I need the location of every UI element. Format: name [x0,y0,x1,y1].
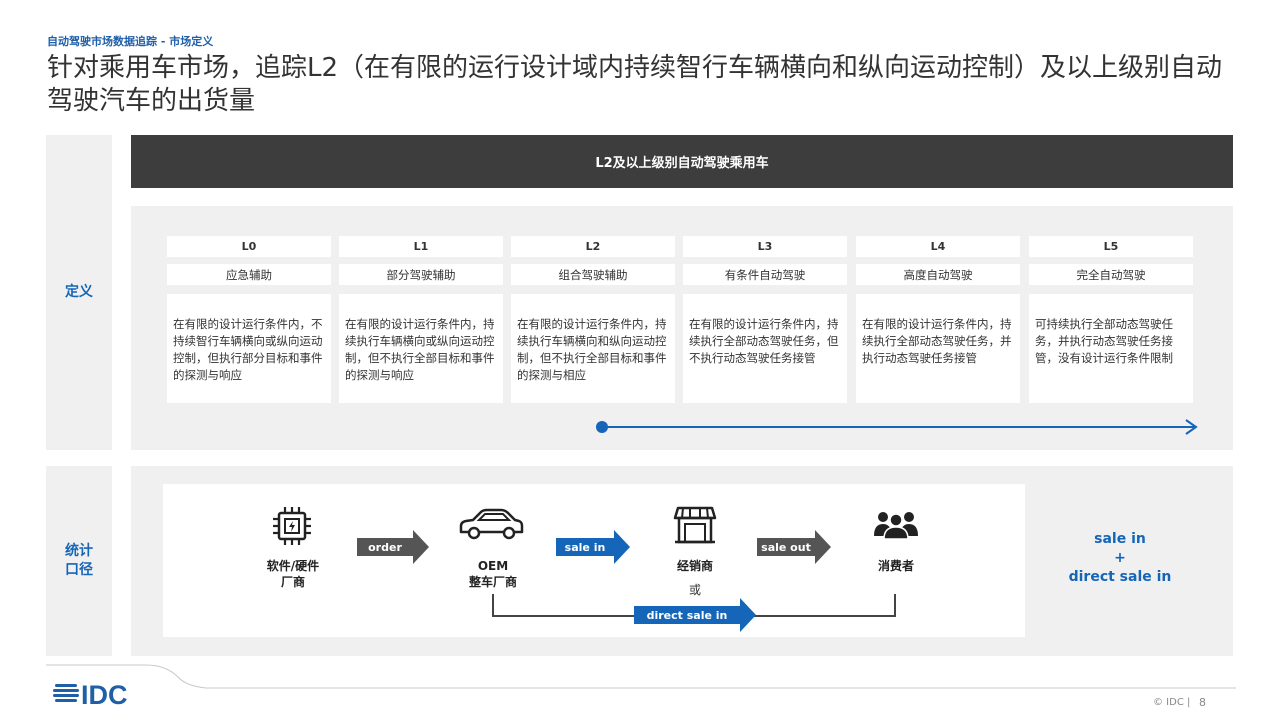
footer-divider [46,664,1236,689]
arrow-sale-out: sale out [757,530,831,564]
level-column-l2: L2 组合驾驶辅助 在有限的设计运行条件内，持续执行车辆横向和纵向运动控制，但不… [511,236,675,403]
banner-l2-above: L2及以上级别自动驾驶乘用车 [131,135,1233,188]
level-name: 部分驾驶辅助 [339,264,503,285]
level-description: 在有限的设计运行条件内，持续执行车辆横向和纵向运动控制，但不执行全部目标和事件的… [511,294,675,403]
side-label-definition: 定义 [46,135,112,450]
car-icon [459,508,524,540]
level-description: 在有限的设计运行条件内，持续执行全部动态驾驶任务，但不执行动态驾驶任务接管 [683,294,847,403]
arrow-order-label: order [357,538,413,556]
arrow-sale-in-head [614,530,630,564]
arrow-direct-sale-in: direct sale in [634,598,756,632]
level-code: L2 [511,236,675,257]
level-description: 在有限的设计运行条件内，持续执行车辆横向或纵向运动控制，但不执行全部目标和事件的… [339,294,503,403]
node-dealer: 经销商 [676,559,713,573]
arrow-sale-out-head [815,530,831,564]
level-code: L5 [1029,236,1193,257]
summary-measure: sale in + direct sale in [1040,530,1200,587]
level-description: 在有限的设计运行条件内，不持续智行车辆横向或纵向运动控制，但执行部分目标和事件的… [167,294,331,403]
side-label-statistics: 统计 口径 [46,466,112,656]
l2-and-above-range-arrow [596,419,1198,435]
arrow-sale-in: sale in [556,530,630,564]
level-name: 组合驾驶辅助 [511,264,675,285]
definition-panel: L0 应急辅助 在有限的设计运行条件内，不持续智行车辆横向或纵向运动控制，但执行… [131,206,1233,450]
idc-logo-text: IDC [81,680,128,710]
page-title: 针对乘用车市场，追踪L2（在有限的运行设计域内持续智行车辆横向和纵向运动控制）及… [47,53,1223,116]
sales-flow-box: 软件/硬件 厂商 order OEM 整车厂商 sale in 经销商 [163,484,1025,637]
node-oem: OEM 整车厂商 [468,559,517,589]
arrow-order-head [413,530,429,564]
level-code: L0 [167,236,331,257]
level-description: 在有限的设计运行条件内，持续执行全部动态驾驶任务，并执行动态驾驶任务接管 [856,294,1020,403]
node-or: 或 [689,583,702,597]
idc-logo: IDC [53,678,153,714]
summary-line-2: + [1114,550,1126,566]
level-description: 可持续执行全部动态驾驶任务，并执行动态驾驶任务接管，没有设计运行条件限制 [1029,294,1193,403]
level-column-l3: L3 有条件自动驾驶 在有限的设计运行条件内，持续执行全部动态驾驶任务，但不执行… [683,236,847,403]
arrow-direct-sale-in-head [740,598,756,632]
arrow-sale-out-label: sale out [757,538,815,556]
level-name: 应急辅助 [167,264,331,285]
node-supplier: 软件/硬件 厂商 [266,559,320,589]
level-code: L4 [856,236,1020,257]
side-label-statistics-text: 统计 口径 [65,543,93,578]
kicker: 自动驾驶市场数据追踪 - 市场定义 [47,35,214,48]
summary-line-3: direct sale in [1068,569,1172,585]
level-name: 完全自动驾驶 [1029,264,1193,285]
level-name: 有条件自动驾驶 [683,264,847,285]
footer-copyright: © IDC | [1153,697,1191,708]
idc-logo-mark-icon: IDC [53,680,128,710]
arrow-sale-in-label: sale in [556,538,614,556]
level-column-l0: L0 应急辅助 在有限的设计运行条件内，不持续智行车辆横向或纵向运动控制，但执行… [167,236,331,403]
arrow-direct-sale-in-label: direct sale in [634,606,740,624]
level-column-l5: L5 完全自动驾驶 可持续执行全部动态驾驶任务，并执行动态驾驶任务接管，没有设计… [1029,236,1193,403]
level-name: 高度自动驾驶 [856,264,1020,285]
level-code: L1 [339,236,503,257]
statistics-panel: 软件/硬件 厂商 order OEM 整车厂商 sale in 经销商 [131,466,1233,656]
level-code: L3 [683,236,847,257]
summary-line-1: sale in [1094,531,1146,547]
arrow-order: order [357,530,429,564]
level-column-l1: L1 部分驾驶辅助 在有限的设计运行条件内，持续执行车辆横向或纵向运动控制，但不… [339,236,503,403]
store-icon [673,506,717,544]
level-column-l4: L4 高度自动驾驶 在有限的设计运行条件内，持续执行全部动态驾驶任务，并执行动态… [856,236,1020,403]
chip-icon [273,507,311,545]
node-consumer: 消费者 [877,559,914,573]
consumers-icon [874,512,918,540]
page-number: 8 [1199,696,1206,709]
